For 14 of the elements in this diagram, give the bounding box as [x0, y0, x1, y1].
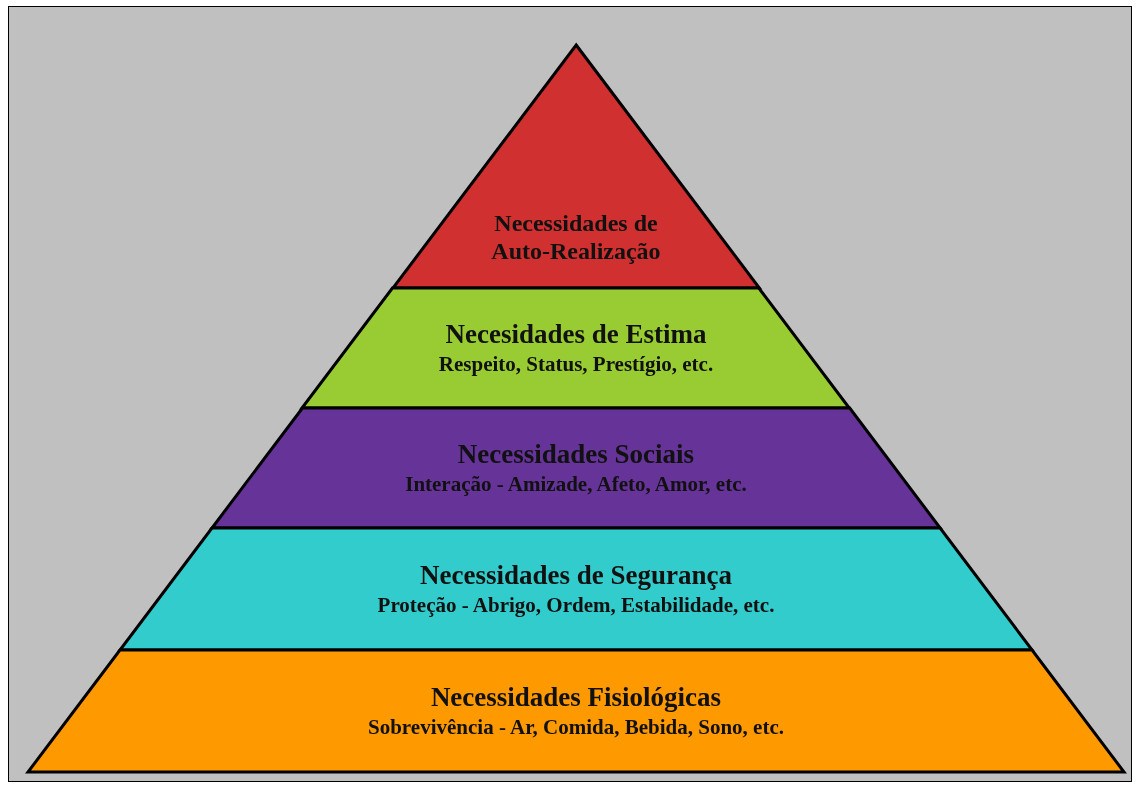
pyramid-tier [119, 528, 1032, 650]
tier-description: Sobrevivência - Ar, Comida, Bebida, Sono, etc. [368, 714, 784, 741]
pyramid-tier [302, 288, 850, 408]
tier-description: Respeito, Status, Prestígio, etc. [438, 351, 714, 378]
pyramid-tier [392, 45, 760, 288]
tier-title: Necessidades Sociais [457, 438, 695, 470]
tier-title: Necessidades de Auto-Realização [490, 208, 662, 265]
tier-title: Necesidades de Estima [445, 318, 707, 350]
pyramid-tier [211, 408, 941, 528]
tier-title: Necessidades de Segurança [420, 559, 732, 591]
tier-title: Necessidades Fisiológicas [430, 681, 722, 713]
pyramid-tier [28, 650, 1124, 772]
tier-description: Proteção - Abrigo, Ordem, Estabilidade, etc. [377, 592, 775, 619]
tier-description: Interação - Amizade, Afeto, Amor, etc. [405, 471, 747, 498]
